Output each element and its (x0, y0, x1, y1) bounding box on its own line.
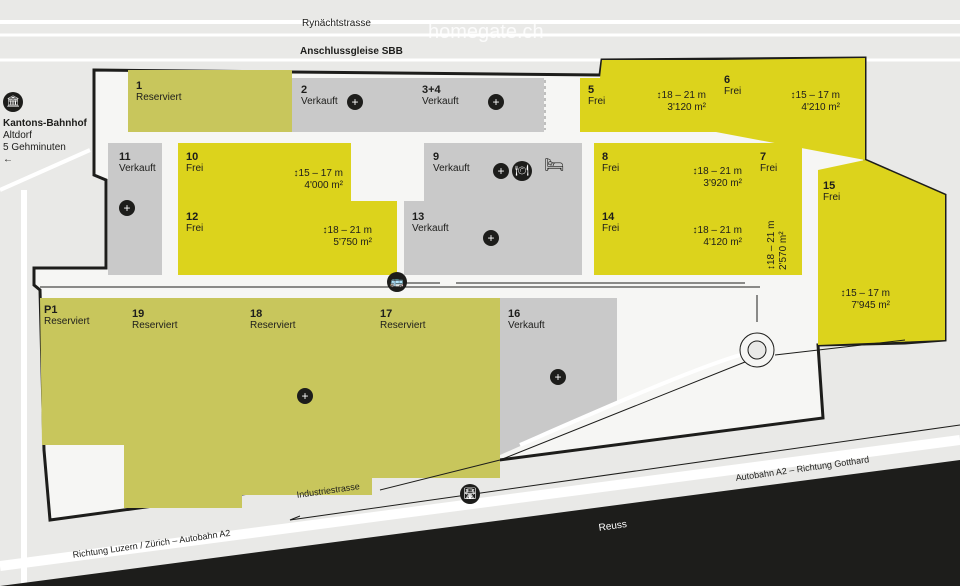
plus-icon[interactable]: + (483, 230, 499, 246)
plot-14-shape (594, 201, 752, 275)
plus-icon[interactable]: + (297, 388, 313, 404)
plot-1-shape (128, 70, 292, 132)
autobahn-a2 (0, 435, 960, 571)
plot-11-shape (108, 143, 162, 275)
plot-8-shape (594, 143, 752, 201)
station-name: Kantons-Bahnhof (3, 118, 87, 129)
plot-12-shape (178, 201, 397, 275)
plot-15-shape (818, 160, 945, 345)
hotel-icon[interactable]: 🛏 (544, 157, 565, 174)
watermark: homegate.ch (428, 21, 544, 43)
street-rynaecht: Rynächtstrasse (302, 18, 371, 29)
plot-10-shape (178, 143, 351, 201)
street-rail: Anschlussgleise SBB (300, 46, 403, 57)
train-station-icon: 🏛 (3, 92, 23, 112)
station-walk: 5 Gehminuten (3, 142, 66, 153)
motorway-access-icon[interactable]: 🛣 (460, 484, 480, 504)
station-place: Altdorf (3, 130, 32, 141)
plot-17-shape (372, 298, 500, 478)
station-arrow: ← (3, 154, 13, 165)
plot-19-shape (124, 298, 242, 508)
plus-icon[interactable]: + (550, 369, 566, 385)
plus-icon[interactable]: + (347, 94, 363, 110)
plot-5-shape (580, 60, 716, 132)
bus-stop-icon[interactable]: 🚌 (387, 272, 407, 292)
plus-icon[interactable]: + (119, 200, 135, 216)
plus-icon[interactable]: + (493, 163, 509, 179)
river-reuss (0, 460, 960, 586)
restaurant-icon[interactable]: 🍽 (512, 161, 532, 181)
plot-p1-shape (40, 298, 124, 445)
plot-7-shape (752, 143, 802, 275)
plot-3-4-shape (414, 78, 544, 132)
plot-6-shape (716, 58, 865, 160)
plus-icon[interactable]: + (488, 94, 504, 110)
